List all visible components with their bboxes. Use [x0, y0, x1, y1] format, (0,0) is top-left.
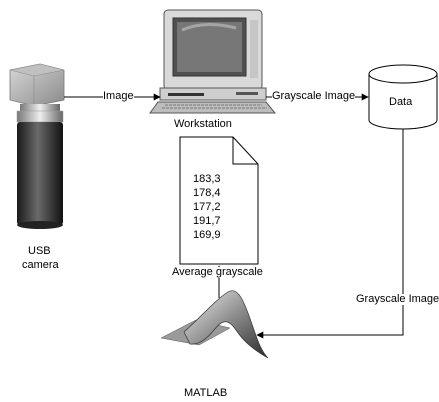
edge-label-grayscale-image-top: Grayscale Image [272, 90, 356, 102]
workstation-label: Workstation [174, 118, 232, 130]
document-value: 191,7 [193, 215, 221, 227]
document-value: 169,9 [193, 229, 221, 241]
usb-camera-icon [9, 63, 65, 229]
document-value: 178,4 [193, 187, 221, 199]
matlab-logo-icon [160, 290, 269, 359]
camera-label-line2: camera [22, 259, 59, 271]
document-value: 183,3 [193, 173, 221, 185]
workstation-computer-icon [149, 9, 277, 114]
document-value: 177,2 [193, 201, 221, 213]
data-storage-icon [368, 64, 438, 130]
document-values-list: 183,3 178,4 177,2 191,7 169,9 [193, 172, 221, 242]
edge-label-average-grayscale: Average grayscale [172, 266, 263, 278]
edge-label-grayscale-image-right: Grayscale Image [356, 293, 439, 305]
results-document-icon [179, 136, 259, 265]
data-label: Data [389, 96, 413, 108]
edge-data-to-matlab [256, 129, 404, 339]
camera-label-line1: USB [28, 245, 51, 257]
matlab-label: MATLAB [184, 387, 228, 399]
edge-label-image: Image [103, 90, 134, 102]
